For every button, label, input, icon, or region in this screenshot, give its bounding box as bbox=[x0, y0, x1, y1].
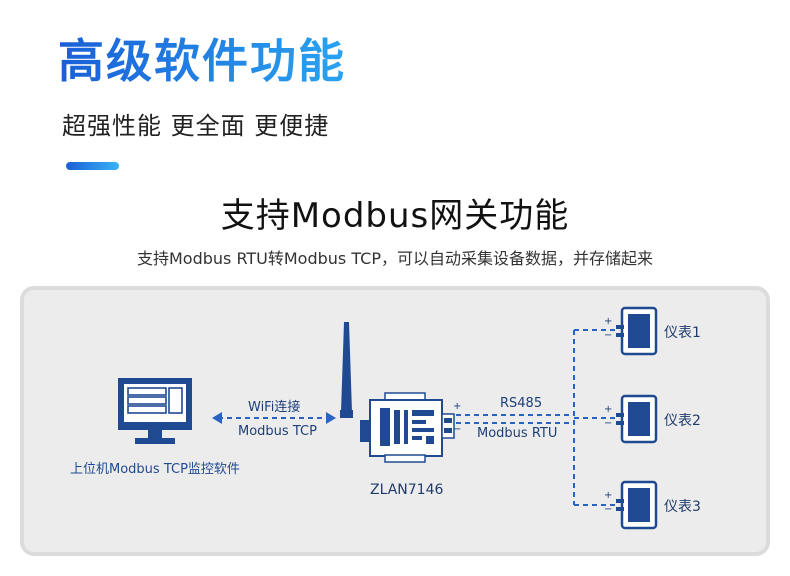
meter-1-plus: + bbox=[604, 316, 613, 327]
wifi-link-line bbox=[212, 412, 336, 424]
terminal-minus-label: − bbox=[453, 424, 462, 435]
pc-software-label: 上位机Modbus TCP监控软件 bbox=[70, 462, 240, 477]
wifi-protocol-label: Modbus TCP bbox=[238, 424, 317, 439]
terminal-plus-label: + bbox=[453, 401, 462, 412]
rtu-protocol-label: Modbus RTU bbox=[477, 426, 558, 441]
accent-bar bbox=[66, 162, 119, 170]
monitor-icon bbox=[118, 378, 192, 444]
meter-3-plus: + bbox=[604, 490, 613, 501]
gateway-device-icon bbox=[340, 322, 455, 463]
meter-icon bbox=[616, 306, 658, 356]
meter-2-minus: − bbox=[604, 418, 613, 429]
rs485-label: RS485 bbox=[500, 396, 543, 411]
meter-3-minus: − bbox=[604, 504, 613, 515]
meter-2-label: 仪表2 bbox=[664, 413, 701, 429]
section-description: 支持Modbus RTU转Modbus TCP，可以自动采集设备数据，并存储起来 bbox=[136, 249, 654, 268]
wifi-link-label: WiFi连接 bbox=[248, 400, 301, 415]
section-title: 支持Modbus网关功能 bbox=[220, 196, 570, 236]
meter-1-minus: − bbox=[604, 330, 613, 341]
page-headline: 高级软件功能 bbox=[58, 34, 346, 88]
device-model-label: ZLAN7146 bbox=[370, 482, 444, 498]
meter-1-label: 仪表1 bbox=[664, 325, 701, 341]
meter-2-plus: + bbox=[604, 404, 613, 415]
meter-3-label: 仪表3 bbox=[664, 499, 701, 515]
meter-icon bbox=[616, 394, 658, 444]
page-subheading: 超强性能 更全面 更便捷 bbox=[62, 112, 330, 140]
rs485-bus bbox=[456, 329, 618, 506]
meter-icon bbox=[616, 480, 658, 530]
